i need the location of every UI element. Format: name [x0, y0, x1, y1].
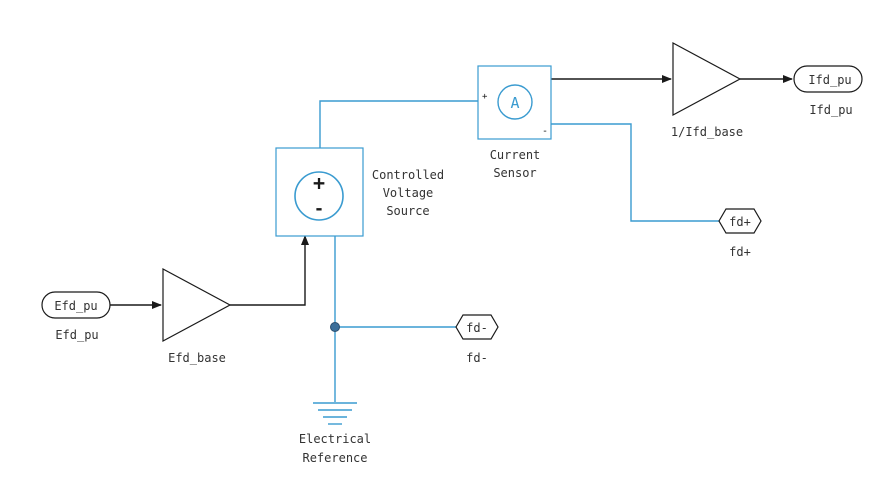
cvs-minus-symbol: -: [314, 199, 324, 219]
fd-plus-port-caption: fd+: [729, 245, 751, 259]
inv-ifd-base-gain-caption: 1/Ifd_base: [671, 125, 743, 139]
efd-pu-inport-caption: Efd_pu: [55, 328, 98, 342]
efd-base-gain-caption: Efd_base: [168, 351, 226, 365]
electrical-reference[interactable]: [313, 402, 357, 425]
fd-minus-port[interactable]: fd-: [455, 314, 499, 340]
cvs-plus-symbol: +: [313, 171, 325, 195]
efd-pu-inport-label: Efd_pu: [54, 299, 97, 313]
wire-cvs-to-sensor[interactable]: [319, 100, 478, 148]
ground-caption-line1: Electrical: [299, 432, 371, 446]
junction-node: [330, 322, 340, 332]
ammeter-symbol: A: [510, 94, 519, 112]
sensor-caption-line1: Current: [490, 148, 541, 162]
cvs-caption-line3: Source: [386, 204, 429, 218]
cvs-caption-line2: Voltage: [383, 186, 434, 200]
inv-ifd-base-gain[interactable]: [672, 41, 742, 117]
sensor-plus-port: +: [482, 92, 488, 102]
ifd-pu-outport-label: Ifd_pu: [808, 73, 851, 87]
ground-caption-line2: Reference: [302, 451, 367, 465]
efd-base-gain[interactable]: [162, 267, 232, 343]
efd-pu-inport[interactable]: Efd_pu: [41, 291, 111, 319]
fd-minus-port-caption: fd-: [466, 351, 488, 365]
line-gain-to-cvs[interactable]: [230, 235, 309, 306]
fd-plus-port[interactable]: fd+: [718, 208, 762, 234]
fd-plus-port-label: fd+: [729, 215, 751, 229]
ifd-pu-outport-caption: Ifd_pu: [809, 103, 852, 117]
current-sensor[interactable]: A + -: [477, 65, 552, 140]
sensor-minus-port: -: [542, 126, 548, 137]
controlled-voltage-source[interactable]: + -: [275, 147, 364, 237]
ifd-pu-outport[interactable]: Ifd_pu: [793, 65, 863, 93]
cvs-caption-line1: Controlled: [372, 168, 444, 182]
sensor-caption-line2: Sensor: [493, 166, 536, 180]
fd-minus-port-label: fd-: [466, 321, 488, 335]
